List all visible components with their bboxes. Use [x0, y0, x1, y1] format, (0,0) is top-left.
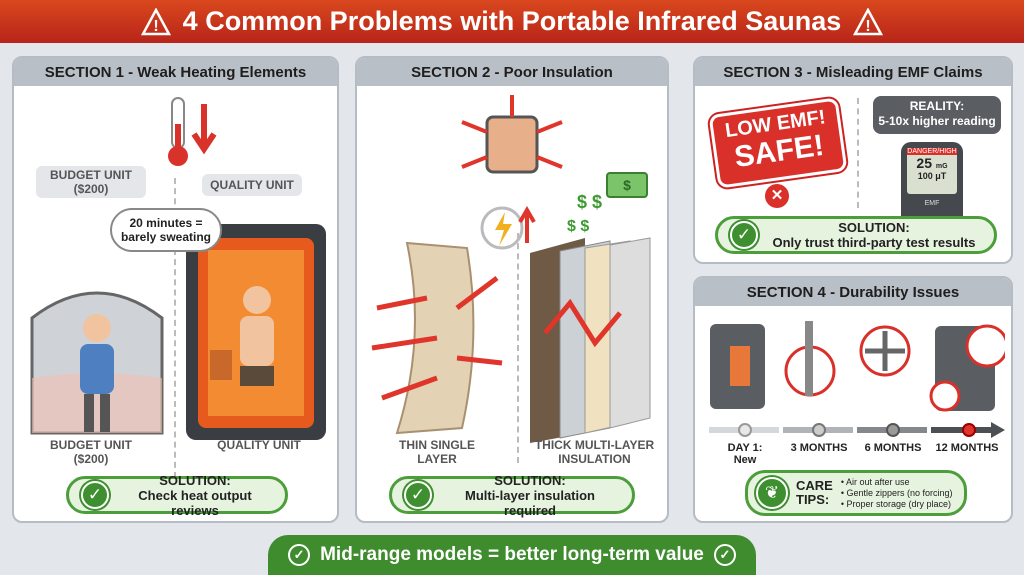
- header: ! 4 Common Problems with Portable Infrar…: [0, 0, 1024, 43]
- thought-bubble: 20 minutes = barely sweating: [110, 208, 222, 252]
- check-circle-icon: ✓: [288, 544, 311, 566]
- care-tip: • Gentle zippers (no forcing): [840, 487, 953, 498]
- timeline-6-months: 6 MONTHS: [864, 442, 922, 454]
- solution-badge: ✓ SOLUTION:Only trust third-party test r…: [715, 216, 997, 254]
- quality-sauna-illustration: [186, 224, 326, 440]
- x-circle-icon: ✕: [765, 184, 789, 208]
- quality-label-top: QUALITY UNIT: [202, 174, 302, 196]
- timeline-label: DAY 1:: [727, 442, 763, 454]
- budget-label-bottom: BUDGET UNIT ($200): [50, 438, 132, 466]
- timeline-bar: [709, 422, 1005, 438]
- meter-unit-2: μT: [935, 171, 947, 181]
- warning-triangle-icon: !: [853, 7, 884, 35]
- reality-callout: REALITY:5-10x higher reading: [873, 96, 1001, 134]
- care-title: CARE TIPS:: [796, 478, 833, 507]
- meter-warning: DANGER/HIGH: [907, 148, 957, 155]
- bottom-banner: ✓ Mid-range models = better long-term va…: [268, 535, 756, 575]
- timeline-12-months: 12 MONTHS: [935, 442, 999, 454]
- meter-unit-1: mG: [935, 163, 948, 170]
- thermometer-down-icon: [168, 97, 217, 166]
- warning-triangle-icon: !: [140, 7, 171, 35]
- solution-title: SOLUTION:: [494, 472, 566, 488]
- budget-sauna-illustration: [30, 291, 164, 435]
- care-tip: • Proper storage (dry place): [840, 498, 952, 509]
- section-4-panel: SECTION 4 - Durability Issues DAY 1:New …: [693, 276, 1013, 523]
- thick-layer-label: THICK MULTI-LAYER INSULATION: [534, 438, 655, 466]
- solution-text: Only trust third-party test results: [772, 235, 976, 250]
- solution-text: Check heat output reviews: [138, 487, 252, 518]
- section-title: SECTION 1 - Weak Heating Elements: [14, 58, 337, 86]
- divider: [174, 178, 176, 478]
- heat-loss-sauna-icon: [461, 95, 563, 174]
- check-circle-icon: ✓: [81, 481, 109, 509]
- svg-text:$: $: [623, 177, 631, 193]
- reality-text: 5-10x higher reading: [878, 114, 996, 128]
- check-circle-icon: ✓: [730, 221, 758, 249]
- energy-loss-icon: [480, 206, 536, 250]
- page-title: 4 Common Problems with Portable Infrared…: [182, 6, 842, 36]
- timeline-sub: New: [733, 454, 757, 466]
- care-tips-badge: ❦ CARE TIPS: • Air out after use • Gentl…: [745, 470, 967, 516]
- meter-reading-1: 25: [916, 155, 932, 171]
- money-flying-icon: $ $ $ $ $: [567, 172, 648, 235]
- banner-text: Mid-range models = better long-term valu…: [320, 544, 704, 565]
- svg-text:!: !: [153, 18, 158, 35]
- check-circle-icon: ✓: [713, 544, 736, 566]
- solution-title: SOLUTION:: [838, 220, 910, 235]
- section-2-panel: SECTION 2 - Poor Insulation $ $ $ $ $ THIN…: [355, 56, 669, 523]
- timeline-day1: DAY 1:New: [705, 442, 785, 466]
- meter-label: EMF: [924, 200, 940, 207]
- section-title: SECTION 4 - Durability Issues: [695, 278, 1011, 306]
- leaf-icon: ❦: [756, 477, 788, 509]
- svg-text:$ $: $ $: [567, 218, 589, 235]
- check-circle-icon: ✓: [404, 481, 432, 509]
- reality-title: REALITY:: [909, 99, 965, 113]
- divider: [517, 233, 519, 463]
- section-1-panel: SECTION 1 - Weak Heating Elements BUDGET…: [12, 56, 339, 523]
- durability-illustrations: [710, 321, 1005, 412]
- solution-title: SOLUTION:: [159, 472, 231, 488]
- budget-label-top: BUDGET UNIT ($200): [36, 166, 146, 198]
- quality-label-bottom: QUALITY UNIT: [217, 438, 301, 452]
- solution-badge: ✓ SOLUTION:Multi-layer insulation requir…: [389, 472, 635, 518]
- solution-text: Multi-layer insulation required: [464, 487, 595, 518]
- solution-badge: ✓ SOLUTION:Check heat output reviews: [66, 472, 288, 518]
- section-title: SECTION 2 - Poor Insulation: [357, 58, 667, 86]
- section-title: SECTION 3 - Misleading EMF Claims: [695, 58, 1011, 86]
- emf-meter: DANGER/HIGH 25 mG 100 μT EMF: [901, 142, 963, 224]
- multi-layer-illustration: [530, 237, 651, 443]
- thin-layer-label: THIN SINGLE LAYER: [398, 438, 475, 466]
- section-3-panel: SECTION 3 - Misleading EMF Claims LOW EM…: [693, 56, 1013, 264]
- thin-layer-illustration: [371, 241, 503, 435]
- care-tip: • Air out after use: [840, 476, 910, 487]
- divider: [857, 98, 859, 208]
- timeline-3-months: 3 MONTHS: [790, 442, 848, 454]
- misleading-claim-badge: LOW EMF! SAFE!: [708, 97, 848, 189]
- svg-text:!: !: [866, 18, 871, 35]
- meter-reading-2: 100: [917, 171, 933, 181]
- svg-text:$ $: $ $: [577, 192, 602, 212]
